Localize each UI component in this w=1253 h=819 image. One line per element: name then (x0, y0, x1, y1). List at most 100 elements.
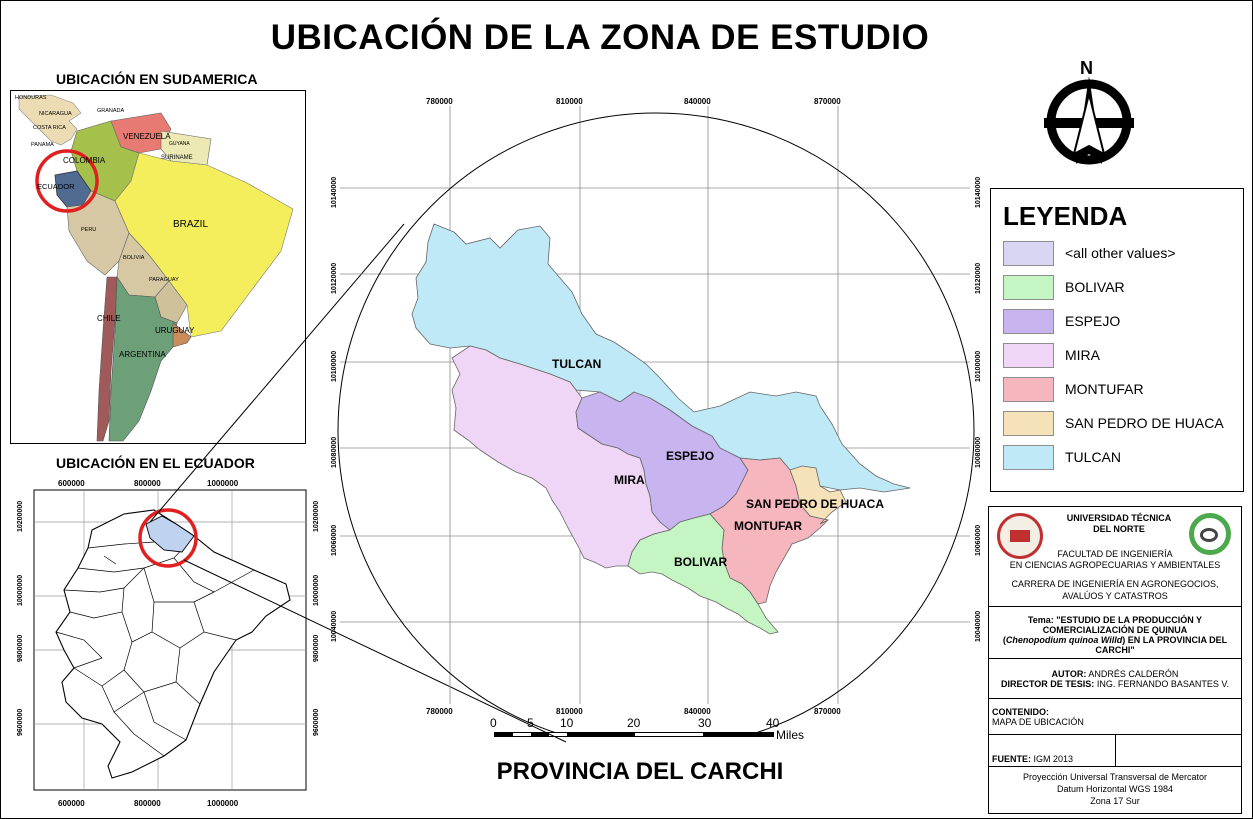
title-block: UNIVERSIDAD TÉCNICA DEL NORTE FACULTAD D… (988, 506, 1242, 814)
tb-tema-3-italic: Chenopodium quinoa Willd (1005, 635, 1123, 645)
label-peru: PERU (81, 227, 96, 233)
scale-label-10: 10 (560, 716, 574, 730)
main-ytick-right-4: 10080000 (975, 437, 982, 468)
tb-tema-1: "ESTUDIO DE LA PRODUCCIÓN Y (1056, 615, 1203, 625)
main-ytick-right-5: 10060000 (975, 525, 982, 556)
legend-item: MIRA (1003, 343, 1239, 369)
north-label: N (1080, 58, 1093, 78)
scale-unit: Miles (776, 728, 805, 742)
legend-swatch (1003, 377, 1054, 402)
tb-faculty-1: FACULTAD DE INGENIERÍA (1057, 549, 1173, 559)
legend-swatch (1003, 411, 1054, 436)
scale-bar-track (494, 732, 774, 737)
ecuador-ytick-2: 10000000 (17, 575, 24, 606)
main-ytick-right-2: 10120000 (975, 263, 982, 294)
tb-director: ING. FERNANDO BASANTES V. (1096, 679, 1230, 689)
tb-tema-label: Tema: (1027, 615, 1054, 625)
south-america-map: HONDURAS NICARAGUA GRANADA COSTA RICA PA… (15, 94, 294, 442)
canton-label-montufar: MONTUFAR (734, 519, 802, 533)
label-granada: GRANADA (97, 108, 125, 114)
south-america-inset: HONDURAS NICARAGUA GRANADA COSTA RICA PA… (10, 90, 306, 444)
legend-item: <all other values> (1003, 241, 1239, 267)
north-arrow-icon: N (1044, 58, 1134, 165)
label-panama: PANAMA (31, 142, 54, 148)
central-america-shape (18, 94, 82, 146)
main-ytick-left-5: 10060000 (331, 525, 338, 556)
tb-director-label: DIRECTOR DE TESIS: (1000, 679, 1095, 689)
scale-label-40: 40 (766, 716, 780, 730)
tb-proj-1: Proyección Universal Transversal de Merc… (1022, 772, 1208, 782)
label-chile: CHILE (97, 314, 121, 323)
ecuador-ytick-1: 10200000 (17, 501, 24, 532)
scale-label-30: 30 (698, 716, 712, 730)
legend-title: LEYENDA (1003, 201, 1128, 231)
main-xtick-top-3: 840000 (684, 97, 711, 106)
scale-label-0: 0 (490, 716, 497, 730)
label-bolivia: BOLIVIA (123, 255, 145, 261)
label-honduras: HONDURAS (15, 95, 47, 101)
map-title: UBICACIÓN DE LA ZONA DE ESTUDIO (270, 18, 930, 57)
tb-proj-2: Datum Horizontal WGS 1984 (1056, 784, 1174, 794)
main-xtick-top-2: 810000 (556, 97, 583, 106)
main-ytick-left-3: 10100000 (331, 351, 338, 382)
ecuador-xtick-top-3: 1000000 (207, 479, 239, 488)
ecuador-ytick-right-1: 10200000 (313, 501, 320, 532)
legend-label: BOLIVAR (1065, 279, 1125, 295)
main-xtick-bottom-3: 840000 (684, 707, 711, 716)
legend-label: SAN PEDRO DE HUACA (1065, 415, 1224, 431)
label-venezuela: VENEZUELA (123, 132, 171, 141)
legend-swatch (1003, 445, 1054, 470)
tb-autor: ANDRÉS CALDERÓN (1088, 669, 1179, 679)
label-guyana: GUYANA (169, 141, 190, 147)
main-ytick-left-1: 10140000 (331, 177, 338, 208)
tb-projection: Proyección Universal Transversal de Merc… (989, 767, 1241, 813)
ecuador-province-lines (55, 523, 255, 757)
legend-swatch (1003, 343, 1054, 368)
main-xtick-top-1: 780000 (426, 97, 453, 106)
scale-label-5: 5 (527, 716, 534, 730)
label-suriname: SURINAME (161, 155, 193, 161)
tb-author: AUTOR: ANDRÉS CALDERÓN DIRECTOR DE TESIS… (989, 659, 1241, 699)
tb-university: UNIVERSIDAD TÉCNICA (1066, 513, 1172, 523)
tb-contenido-label: CONTENIDO: (992, 707, 1049, 717)
carchi-province-shape (145, 515, 195, 553)
legend-item: TULCAN (1003, 445, 1239, 471)
legend-swatch (1003, 275, 1054, 300)
ecuador-xtick-bottom-1: 600000 (58, 799, 85, 808)
utn-seal-icon (997, 513, 1043, 559)
canton-label-bolivar: BOLIVAR (674, 555, 727, 569)
legend-label: <all other values> (1065, 245, 1176, 261)
canton-label-tulcan: TULCAN (552, 357, 601, 371)
ecuador-xtick-bottom-3: 1000000 (207, 799, 239, 808)
legend-label: MIRA (1065, 347, 1100, 363)
legend-label: TULCAN (1065, 449, 1122, 465)
scale-label-20: 20 (627, 716, 641, 730)
legend-swatch (1003, 241, 1054, 266)
faculty-logo-icon (1189, 513, 1231, 555)
tb-autor-label: AUTOR: (1051, 669, 1087, 679)
main-xtick-top-4: 870000 (814, 97, 841, 106)
tb-tema-2: COMERCIALIZACIÓN DE QUINUA (1042, 625, 1188, 635)
main-xtick-bottom-2: 810000 (556, 707, 583, 716)
canton-label-espejo: ESPEJO (666, 449, 714, 463)
main-ytick-left-4: 10080000 (331, 437, 338, 468)
label-costa-rica: COSTA RICA (33, 125, 66, 131)
label-brazil: BRAZIL (173, 219, 208, 230)
tb-fuente: IGM 2013 (1033, 754, 1074, 764)
main-xtick-bottom-4: 870000 (814, 707, 841, 716)
ecuador-ytick-right-2: 10000000 (313, 575, 320, 606)
ecuador-xtick-bottom-2: 800000 (134, 799, 161, 808)
tb-proj-3: Zona 17 Sur (1090, 796, 1140, 806)
zoom-circle (337, 112, 975, 732)
tb-tema: Tema: "ESTUDIO DE LA PRODUCCIÓN Y COMERC… (989, 607, 1241, 659)
label-ecuador: ECUADOR (37, 182, 75, 191)
legend-item: SAN PEDRO DE HUACA (1003, 411, 1239, 437)
carchi-highlight-circle (138, 508, 198, 568)
legend-item: MONTUFAR (1003, 377, 1239, 403)
ecuador-inset: 600000 800000 1000000 600000 800000 1000… (17, 479, 320, 808)
ecuador-ytick-4: 9600000 (17, 709, 24, 736)
main-ytick-right-3: 10100000 (975, 351, 982, 382)
tb-contenido: CONTENIDO: MAPA DE UBICACIÓN (989, 699, 1241, 735)
legend-swatch (1003, 309, 1054, 334)
